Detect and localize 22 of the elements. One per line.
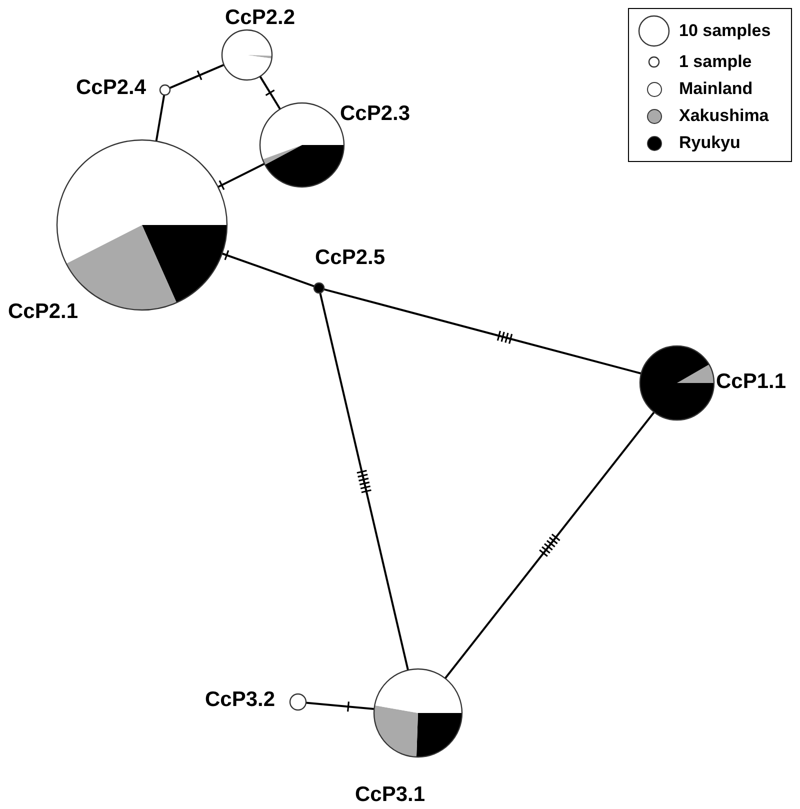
legend-label: Xakushima bbox=[679, 105, 769, 127]
connector-line bbox=[259, 76, 281, 110]
connector-line bbox=[218, 162, 265, 188]
haplotype-label: CcP3.2 bbox=[205, 688, 276, 712]
connector-line bbox=[444, 411, 655, 679]
haplotype-label: CcP3.1 bbox=[355, 783, 426, 807]
haplotype-label: CcP2.2 bbox=[225, 6, 296, 30]
connector-line bbox=[222, 252, 315, 288]
haplotype-label: CcP2.4 bbox=[76, 76, 146, 100]
legend-label: Mainland bbox=[679, 78, 753, 100]
connector-line bbox=[324, 288, 642, 374]
haplotype-label: CcP1.1 bbox=[716, 370, 786, 394]
haplotype-label: CcP2.1 bbox=[8, 300, 78, 324]
haplotype-label: CcP2.3 bbox=[340, 102, 410, 126]
connector-line bbox=[169, 64, 224, 89]
legend-label: 10 samples bbox=[679, 20, 771, 42]
connector-line bbox=[319, 292, 409, 670]
haplotype-label: CcP2.5 bbox=[315, 246, 386, 270]
legend-label: Ryukyu bbox=[679, 132, 740, 154]
legend-label: 1 sample bbox=[679, 51, 752, 73]
connector-line bbox=[155, 94, 166, 142]
connector-line bbox=[306, 702, 374, 710]
